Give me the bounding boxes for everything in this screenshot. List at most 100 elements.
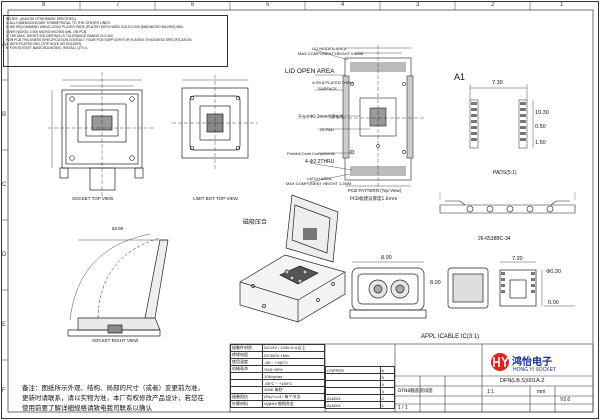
spec-label: 使用温度 bbox=[229, 358, 264, 366]
label-pad: 20-PAD bbox=[320, 127, 334, 132]
notes-line: OVER NICKEL 0.000 MICRO INCHES MIN. ON P… bbox=[6, 29, 88, 34]
notes-line: 4. WITH PLATED PAD (TOP HOLE NO SOLDER). bbox=[6, 42, 83, 47]
grid-top-label: 2 bbox=[491, 2, 495, 8]
socket-top-view bbox=[48, 72, 155, 196]
label-note-cn: 不允许Φ0.2mm不得布线 bbox=[298, 114, 344, 119]
material-name: AL6061 bbox=[325, 394, 381, 402]
grid-top-label: 8 bbox=[42, 2, 46, 8]
label-a1: A1 bbox=[454, 72, 466, 82]
spec-value: 300K 每秒 bbox=[262, 386, 325, 394]
table-row: 机械寿命%10~50% bbox=[229, 365, 325, 373]
caption-socket-top: SOCKET TOP VIEW bbox=[72, 196, 114, 201]
material-index: 4 bbox=[379, 380, 396, 388]
caption-pcb-pattern: PCB PATTERN (Top View) bbox=[348, 188, 402, 193]
grid-top-label: 6 bbox=[191, 2, 195, 8]
dim-10-30: 10.30 bbox=[535, 110, 549, 116]
spec-label: 绝缘电阻 bbox=[229, 351, 264, 359]
label-bump-hint: 磁吸压合 bbox=[243, 219, 268, 226]
company-name-en: HONG YI SOCKET bbox=[513, 367, 556, 373]
label-lid-open: LID OPEN AREA bbox=[285, 68, 335, 75]
table-row: 接触阻抗(Pa)* n=4 / 每个节点 bbox=[229, 393, 325, 401]
table-row: 3 bbox=[325, 387, 396, 395]
company-logo bbox=[491, 353, 509, 371]
spec-value: -55 ~ +150°C bbox=[262, 358, 325, 366]
material-index: 2 bbox=[379, 394, 396, 402]
material-name bbox=[325, 380, 381, 388]
label-max-component: MAX COMPONENT HEIGHT 0.4MM bbox=[298, 51, 364, 56]
caption-limit-bot: LIMIT BOT TOP VIEW bbox=[193, 196, 238, 201]
dim-8-00: 8.00 bbox=[381, 255, 392, 261]
spec-label bbox=[229, 379, 264, 387]
material-index: 5 bbox=[379, 373, 396, 381]
title-block-frame bbox=[229, 343, 594, 413]
pin-profile bbox=[439, 192, 576, 214]
grid-top-label: 1 bbox=[560, 2, 564, 8]
label-surface: SURFACE bbox=[318, 86, 337, 91]
grid-top-label: 4 bbox=[341, 2, 345, 8]
dim-7-20: 7.20 bbox=[512, 256, 523, 262]
applicable-ic-view bbox=[349, 261, 575, 319]
unit: mm bbox=[537, 389, 546, 395]
limit-bot-view bbox=[172, 75, 258, 170]
material-index: 1 bbox=[379, 401, 396, 409]
spec-value: ОДИН/ 铍铜合金 bbox=[262, 400, 325, 408]
table-row: -55°C ~ +150°C bbox=[229, 379, 325, 387]
version: V2.0 bbox=[560, 397, 571, 403]
dim-8-00-b: 8.00 bbox=[430, 280, 441, 286]
caption-socket-right: SOCKET RIGHT VIEW bbox=[92, 338, 139, 343]
grid-top-label: 7 bbox=[116, 2, 120, 8]
label-max-component-2: MAX COMPONENT HEIGHT 1.2MM bbox=[286, 181, 352, 186]
spec-value: -55°C ~ +150°C bbox=[262, 379, 325, 387]
spec-label: 接触阻抗 bbox=[229, 393, 264, 401]
spec-value: DC10V / 1000 Ω·A以上 bbox=[262, 344, 325, 352]
notes-line: FOR PCB THICKNESS SPECIFICATION CONSULT … bbox=[6, 38, 193, 43]
notes-line: 2. WE RECOMMEND USING GOLD PLATED PADS (… bbox=[6, 25, 184, 30]
material-index: 6 bbox=[379, 366, 396, 374]
dim-0-00: 0.00 bbox=[548, 300, 559, 306]
label-prohibit: Prohibit Cloth Components bbox=[287, 151, 335, 156]
grid-top-label: 5 bbox=[266, 2, 270, 8]
spec-label: 接触件材质 bbox=[229, 344, 264, 352]
grid-side-label: D bbox=[2, 252, 7, 258]
caption-appl-icable: APPL ICABLE IC(3:1) bbox=[421, 334, 480, 340]
grid-side-label: A bbox=[2, 42, 7, 48]
notes-line: 5. FOR SOCKET BASE MOUNTING, INSTALL QTY… bbox=[6, 46, 88, 51]
caption-pcb-note: PCB板建议厚度1.6mm bbox=[350, 197, 398, 202]
label-lid-hidden: LID HIDDEN AREA bbox=[312, 46, 347, 51]
grid-side-label: E bbox=[2, 322, 7, 328]
dim-0-30: Φ0.30 bbox=[546, 269, 562, 275]
notes-heading: NOTES: (UNLESS OTHERWISE SPECIFIED) bbox=[6, 17, 76, 21]
table-row: 300K 每秒 bbox=[229, 386, 325, 394]
company-name: 鸿怡电子 bbox=[512, 357, 552, 368]
drawing-name: DFN8翻盖测试座 bbox=[398, 389, 433, 394]
caption-pads: PADS(5:1) bbox=[493, 170, 517, 176]
notes-line: 1. ALL DIMENSIONS ARE SYMMETRICAL TO THE… bbox=[6, 21, 111, 26]
pads-view bbox=[469, 84, 534, 149]
part-number: DFN(LB.S)001A.Z bbox=[500, 378, 545, 384]
scale-ratio: 1:1 bbox=[487, 389, 494, 395]
spec-label: 机械寿命 bbox=[229, 365, 264, 373]
table-row: 5 bbox=[325, 373, 396, 381]
material-name bbox=[325, 373, 381, 381]
notes-line: 3. THE MAX. SHORT SOLDER BALLS TOLERANCE… bbox=[6, 33, 114, 38]
table-row: 10Kcycles bbox=[229, 372, 325, 380]
grid-top-label: 3 bbox=[416, 2, 420, 8]
material-name bbox=[325, 387, 381, 395]
grid-side-label: F bbox=[2, 388, 6, 394]
material-name: AL6061 bbox=[325, 401, 381, 409]
spec-label bbox=[229, 372, 264, 380]
dim-1-50: 1.50 bbox=[535, 140, 546, 146]
socket-3d-view bbox=[239, 194, 346, 323]
pcb-leader-lines bbox=[309, 49, 370, 183]
table-row: 使用温度-55 ~ +150°C bbox=[229, 358, 325, 366]
